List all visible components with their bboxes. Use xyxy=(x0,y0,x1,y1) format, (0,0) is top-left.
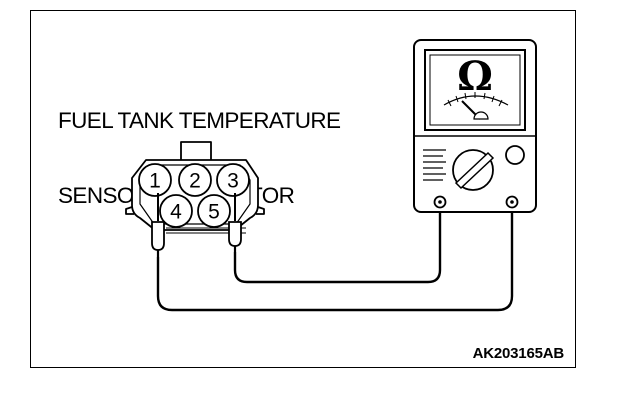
pin-socket xyxy=(138,163,172,197)
pin-number-label: 2 xyxy=(189,170,201,193)
pin-number-label: 3 xyxy=(227,170,239,193)
zero-adjust-knob xyxy=(505,145,525,165)
wire-pin-1-to-meter xyxy=(156,203,514,312)
connector-pins: 1 2 3 4 5 xyxy=(138,163,250,228)
pin-number-label: 1 xyxy=(149,170,161,193)
connector-pin-5: 5 xyxy=(197,194,231,228)
pin-number-label: 5 xyxy=(208,201,220,224)
connector-pin-1: 1 xyxy=(138,163,172,197)
connector-pin-3: 3 xyxy=(216,163,250,197)
connector-pin-4: 4 xyxy=(159,194,193,228)
test-probe-pin-3 xyxy=(228,193,242,252)
test-probe-pin-1 xyxy=(151,193,165,257)
pin-number-label: 4 xyxy=(170,201,182,224)
pin-socket xyxy=(159,194,193,228)
pin-socket xyxy=(178,163,212,197)
ohm-symbol: Ω xyxy=(457,53,493,100)
figure-code: AK203165AB xyxy=(472,345,565,362)
diagram-frame xyxy=(30,10,576,368)
ohmmeter-icon xyxy=(413,39,537,213)
pin-socket xyxy=(197,194,231,228)
title-line-1: FUEL TANK TEMPERATURE xyxy=(58,108,341,133)
wire-pin-3-to-meter xyxy=(233,203,442,284)
pin-socket xyxy=(216,163,250,197)
connector-pin-2: 2 xyxy=(178,163,212,197)
